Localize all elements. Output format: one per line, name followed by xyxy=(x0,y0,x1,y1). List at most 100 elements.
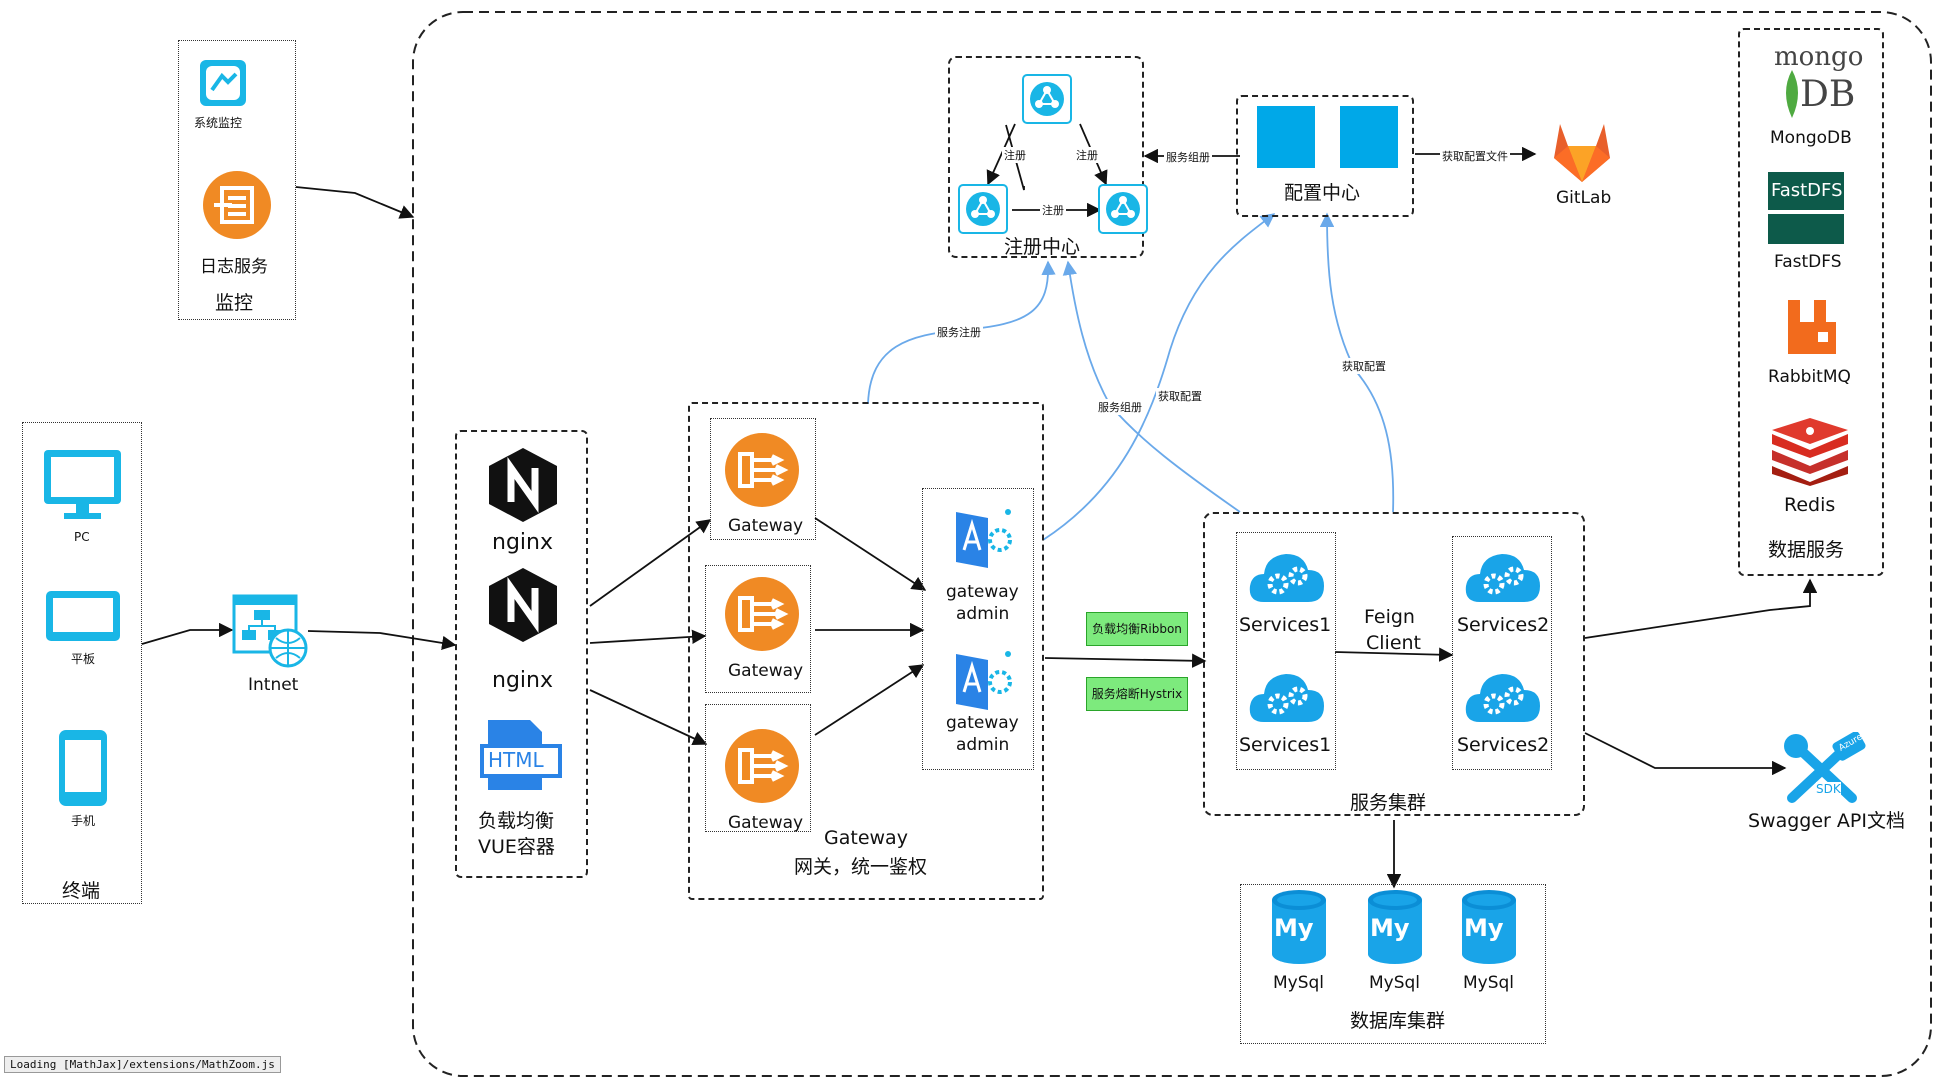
mongodb-logo-icon: mongo DB xyxy=(1770,40,1863,124)
gateway-label-1: Gateway xyxy=(728,516,804,536)
redis-icon xyxy=(1770,418,1850,486)
intnet-label: Intnet xyxy=(248,675,299,695)
reg-edge-left-line xyxy=(1005,124,1025,191)
pc-label: PC xyxy=(74,530,90,544)
terminal-group xyxy=(22,422,142,904)
services1-column xyxy=(1236,532,1336,770)
mysql-label-2: MySql xyxy=(1369,973,1421,993)
mongo-logo-text: mongo xyxy=(1774,42,1864,72)
services2-label-2: Services2 xyxy=(1457,734,1550,756)
edge-fetch-config-left-label: 获取配置 xyxy=(1156,388,1204,404)
mongodb-label: MongoDB xyxy=(1770,128,1852,148)
arrow-feign-client xyxy=(1334,647,1454,662)
db-title: 数据库集群 xyxy=(1350,1010,1446,1032)
nginx-icon-1 xyxy=(487,446,559,524)
config-title: 配置中心 xyxy=(1284,182,1361,204)
monitor-dashboard-icon xyxy=(200,60,246,106)
gateway-admin-icon-2 xyxy=(952,648,1018,714)
edge-service-register-label: 服务注册 xyxy=(935,324,983,340)
services2-cloud-icon-1 xyxy=(1462,544,1544,610)
gateway-node-3 xyxy=(705,704,811,832)
gitlab-label: GitLab xyxy=(1556,188,1612,208)
services2-label-1: Services2 xyxy=(1457,614,1550,636)
swagger-sdk-tools-icon: SDK Azure xyxy=(1782,731,1868,808)
nginx-label-2: nginx xyxy=(492,668,553,693)
gateway-lb-icon-1 xyxy=(724,432,800,508)
arrow-services-to-swagger xyxy=(1584,732,1787,776)
log-service-label: 日志服务 xyxy=(200,257,268,277)
pc-icon xyxy=(40,446,125,526)
hystrix-label: 服务熔断Hystrix xyxy=(1086,677,1188,711)
config-block-right-icon xyxy=(1340,106,1398,168)
swagger-sdk-text: SDK xyxy=(1816,782,1841,796)
nginx-label-1: nginx xyxy=(492,530,553,555)
mysql-db-icon-1: My xyxy=(1268,888,1330,966)
nginx-title-line1: 负载均衡 xyxy=(478,810,555,832)
phone-icon xyxy=(57,728,109,808)
services-title: 服务集群 xyxy=(1350,792,1427,814)
gateway-node-2 xyxy=(705,565,811,693)
services1-label-2: Services1 xyxy=(1239,734,1332,756)
monitor-title: 监控 xyxy=(215,292,254,314)
data-services-group xyxy=(1738,28,1884,576)
mysql-db-icon-2: My xyxy=(1364,888,1426,966)
edge-fetch-config-right-label: 获取配置 xyxy=(1340,358,1388,374)
gateway-title-line2: 网关，统一鉴权 xyxy=(794,856,928,878)
arrow-gw1-to-admin xyxy=(814,517,927,591)
arrow-terminal-to-intnet xyxy=(141,622,234,645)
registry-node-top-icon xyxy=(1022,74,1072,124)
registry-group xyxy=(948,56,1144,258)
black-arrows xyxy=(141,123,1818,889)
mysql-label-3: MySql xyxy=(1463,973,1515,993)
services2-cloud-icon-2 xyxy=(1462,664,1544,730)
rabbitmq-icon xyxy=(1784,296,1840,358)
gateway-group xyxy=(688,402,1044,900)
config-group xyxy=(1236,95,1414,217)
registry-title: 注册中心 xyxy=(1004,236,1081,258)
services2-column xyxy=(1452,536,1552,770)
nginx-title-line2: VUE容器 xyxy=(478,836,555,858)
fastdfs-label: FastDFS xyxy=(1774,252,1842,272)
arrow-services-group-registry xyxy=(1062,260,1241,513)
rabbitmq-label: RabbitMQ xyxy=(1768,367,1851,387)
config-service-group-label: 服务组册 xyxy=(1164,149,1212,165)
arrow-services-to-data xyxy=(1584,578,1818,639)
mysql-my-text-3: My xyxy=(1464,914,1504,942)
db-group xyxy=(1240,884,1546,1044)
arrow-intnet-to-nginx xyxy=(307,630,457,651)
mysql-label-1: MySql xyxy=(1273,973,1325,993)
gateway-admin-l2-1: admin xyxy=(956,604,1010,624)
mysql-my-text-2: My xyxy=(1370,914,1410,942)
config-block-left-icon xyxy=(1257,106,1315,168)
ribbon-label: 负载均衡Ribbon xyxy=(1086,612,1188,646)
arrow-gw3-to-admin xyxy=(814,664,925,736)
mongo-db-logo-text: DB xyxy=(1800,74,1856,115)
swagger-label: Swagger API文档 xyxy=(1748,810,1905,832)
nginx-group xyxy=(455,430,588,878)
system-boundary xyxy=(412,11,1932,1077)
monitor-group xyxy=(178,40,296,320)
services1-cloud-icon-1 xyxy=(1246,544,1328,610)
nginx-icon-2 xyxy=(487,566,559,644)
registry-edge-label-bottom: 注册 xyxy=(1040,202,1066,218)
mysql-my-text-1: My xyxy=(1274,914,1314,942)
feign-label-line1: Feign xyxy=(1364,606,1415,628)
services1-label-1: Services1 xyxy=(1239,614,1332,636)
data-services-title: 数据服务 xyxy=(1768,539,1845,561)
arrow-admin-fetch-config xyxy=(1042,213,1276,541)
tablet-label: 平板 xyxy=(71,652,96,666)
registry-node-right-icon xyxy=(1098,184,1148,234)
gateway-label-3: Gateway xyxy=(728,813,804,833)
services1-cloud-icon-2 xyxy=(1246,664,1328,730)
gateway-title-line1: Gateway xyxy=(824,827,908,849)
registry-edge-label-left: 注册 xyxy=(1002,147,1028,163)
sys-monitor-label: 系统监控 xyxy=(194,116,243,130)
gateway-admin-l2-2: admin xyxy=(956,735,1010,755)
status-bar: Loading [MathJax]/extensions/MathZoom.js xyxy=(4,1056,281,1073)
phone-label: 手机 xyxy=(71,814,96,828)
arrow-reg-top-left xyxy=(986,123,1016,186)
gateway-admin-l1-2: gateway xyxy=(946,713,1019,733)
gateway-admin-group xyxy=(922,488,1034,770)
fastdfs-logo-icon: FastDFS xyxy=(1768,172,1844,244)
tablet-icon xyxy=(43,588,123,648)
